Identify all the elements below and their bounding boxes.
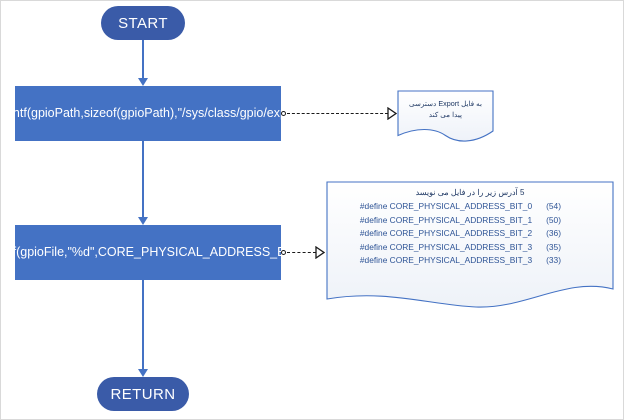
node-dprintf-label: dprintf(gpioFile,"%d",CORE_PHYSICAL_ADDR… bbox=[0, 245, 315, 260]
connector-dot-dprintf bbox=[281, 250, 286, 255]
flow-dprintf-to-return bbox=[142, 280, 144, 369]
connector-arrowhead-snprintf-note bbox=[387, 107, 397, 120]
define-name: #define CORE_PHYSICAL_ADDRESS_BIT_3 bbox=[359, 255, 533, 266]
define-name: #define CORE_PHYSICAL_ADDRESS_BIT_1 bbox=[359, 214, 533, 225]
note-address-defines: #define CORE_PHYSICAL_ADDRESS_BIT_0 (54)… bbox=[336, 200, 604, 268]
node-start[interactable]: START bbox=[101, 6, 185, 40]
flow-arrow-to-snprintf bbox=[138, 78, 148, 86]
define-value: (33) bbox=[546, 255, 562, 266]
define-value: (54) bbox=[546, 201, 562, 211]
define-name: #define CORE_PHYSICAL_ADDRESS_BIT_3 bbox=[359, 241, 533, 252]
define-value: (35) bbox=[546, 241, 562, 252]
node-dprintf[interactable]: dprintf(gpioFile,"%d",CORE_PHYSICAL_ADDR… bbox=[1, 225, 315, 280]
define-value: (36) bbox=[546, 228, 562, 239]
note-address-body: 5 آدرس زیر را در فایل می نویسد #define C… bbox=[326, 181, 614, 268]
node-return[interactable]: RETURN bbox=[97, 377, 189, 411]
define-name: #define CORE_PHYSICAL_ADDRESS_BIT_2 bbox=[359, 228, 533, 239]
define-name: #define CORE_PHYSICAL_ADDRESS_BIT_0 bbox=[359, 201, 533, 211]
note-address-shape bbox=[326, 181, 614, 308]
node-snprintf[interactable]: snprintf(gpioPath,sizeof(gpioPath),"/sys… bbox=[1, 86, 310, 141]
define-value: (50) bbox=[546, 214, 562, 225]
define-row: #define CORE_PHYSICAL_ADDRESS_BIT_3 (33) bbox=[336, 254, 604, 268]
note-address-title: 5 آدرس زیر را در فایل می نویسد bbox=[415, 188, 525, 197]
define-row: #define CORE_PHYSICAL_ADDRESS_BIT_2 (36) bbox=[336, 227, 604, 241]
define-row: #define CORE_PHYSICAL_ADDRESS_BIT_0 (54) bbox=[336, 200, 604, 214]
define-row: #define CORE_PHYSICAL_ADDRESS_BIT_1 (50) bbox=[336, 214, 604, 228]
note-export-text: به فایل Export دسترسی پیدا می کند bbox=[397, 90, 494, 120]
note-export-shape bbox=[397, 90, 494, 142]
node-snprintf-label: snprintf(gpioPath,sizeof(gpioPath),"/sys… bbox=[0, 106, 311, 121]
flow-arrow-to-dprintf bbox=[138, 217, 148, 225]
node-return-label: RETURN bbox=[110, 385, 176, 403]
define-row: #define CORE_PHYSICAL_ADDRESS_BIT_3 (35) bbox=[336, 241, 604, 255]
note-address[interactable]: 5 آدرس زیر را در فایل می نویسد #define C… bbox=[326, 181, 614, 313]
connector-line-dprintf-note bbox=[287, 252, 316, 253]
note-export-line-1: به فایل Export دسترسی bbox=[408, 99, 483, 108]
connector-line-snprintf-note bbox=[287, 113, 388, 114]
note-export[interactable]: به فایل Export دسترسی پیدا می کند bbox=[397, 90, 494, 142]
flow-snprintf-to-dprintf bbox=[142, 141, 144, 217]
flow-start-to-snprintf bbox=[142, 40, 144, 78]
flow-arrow-to-return bbox=[138, 369, 148, 377]
connector-dot-snprintf bbox=[281, 111, 286, 116]
connector-arrowhead-dprintf-note bbox=[315, 246, 325, 259]
node-start-label: START bbox=[118, 14, 168, 32]
note-export-line-2: پیدا می کند bbox=[428, 110, 463, 120]
